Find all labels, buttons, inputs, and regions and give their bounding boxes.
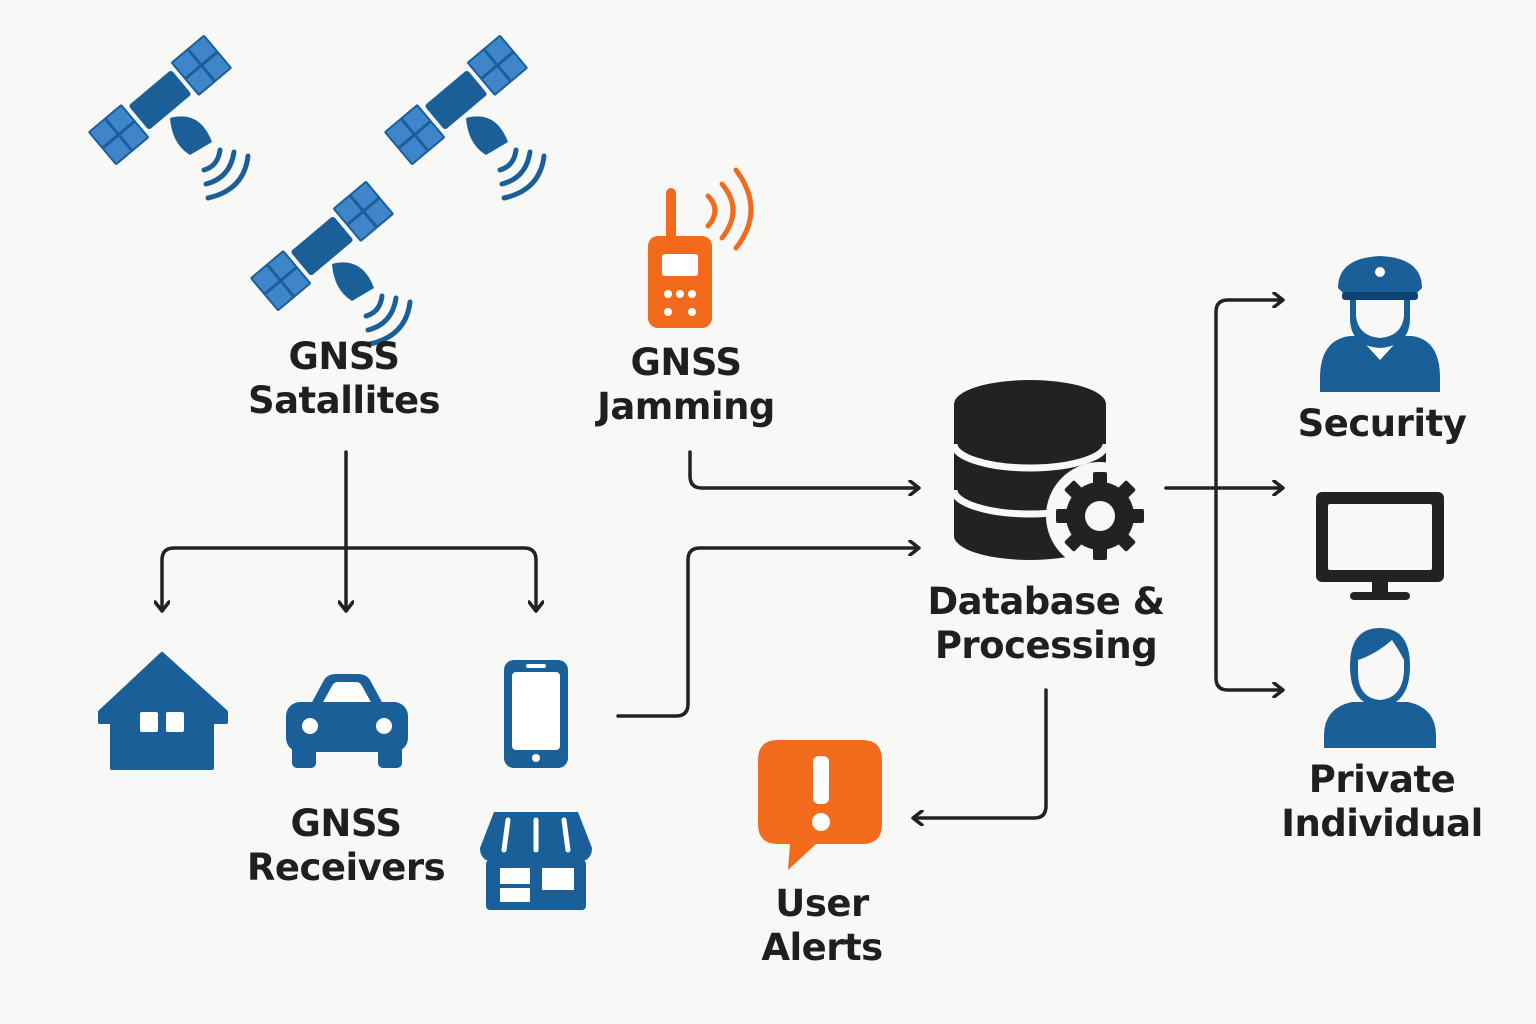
house-icon	[98, 652, 228, 770]
person-icon	[1324, 628, 1436, 748]
arrow-database-to-alerts	[914, 688, 1048, 818]
alert-bubble-icon	[758, 740, 882, 870]
label-gnss-jamming: GNSS Jamming	[597, 341, 775, 429]
label-gnss-receivers: GNSS Receivers	[246, 802, 446, 890]
security-officer-icon	[1320, 256, 1440, 392]
label-security-line1: Security	[1297, 402, 1467, 445]
satellite-icon	[384, 34, 544, 198]
label-jamming-line2: Jamming	[597, 385, 775, 428]
arrow-receivers-to-database	[616, 548, 918, 718]
label-private-line1: Private	[1308, 758, 1456, 801]
label-database-line1: Database &	[927, 580, 1165, 623]
arrow-database-to-security	[1214, 300, 1282, 490]
smartphone-icon	[504, 660, 568, 768]
label-gnss-satellites: GNSS Satallites	[247, 335, 441, 423]
satellite-icon	[250, 180, 410, 344]
arrow-database-to-private	[1214, 486, 1282, 690]
label-database-line2: Processing	[934, 624, 1158, 667]
radio-jammer-icon	[648, 167, 754, 328]
arrow-satellites-to-house	[162, 546, 348, 610]
label-receivers-line1: GNSS	[290, 802, 402, 845]
monitor-icon	[1316, 492, 1444, 600]
label-private-line2: Individual	[1281, 802, 1483, 845]
label-alerts-line1: User	[775, 882, 869, 925]
label-satellites-line2: Satallites	[247, 379, 441, 422]
label-security: Security	[1298, 402, 1467, 446]
label-jamming-line1: GNSS	[630, 341, 742, 384]
database-gear-icon	[950, 380, 1154, 570]
car-icon	[286, 674, 408, 768]
label-user-alerts: User Alerts	[761, 882, 883, 970]
label-private-individual: Private Individual	[1281, 758, 1483, 846]
label-alerts-line2: Alerts	[761, 926, 883, 969]
shop-icon	[480, 812, 592, 910]
label-satellites-line1: GNSS	[288, 335, 400, 378]
label-receivers-line2: Receivers	[246, 846, 446, 889]
arrow-satellites-to-phone	[344, 546, 536, 610]
label-database-processing: Database & Processing	[927, 580, 1165, 668]
satellite-icon	[88, 34, 248, 198]
arrow-jamming-to-database	[688, 450, 918, 488]
connector-lines	[162, 300, 1282, 818]
